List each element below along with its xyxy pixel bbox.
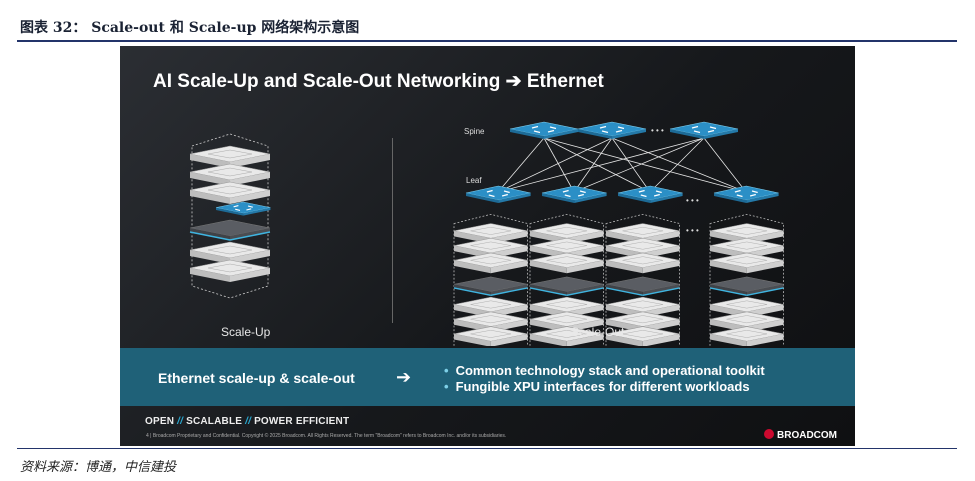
scale-up-label: Scale-Up xyxy=(221,325,271,339)
leaf-switch xyxy=(465,185,532,204)
slide: AI Scale-Up and Scale-Out Networking ➔ E… xyxy=(120,46,855,446)
leaf-ellipsis: • • • xyxy=(686,196,699,205)
scale-up-switch xyxy=(215,201,271,217)
broadcom-logo: BROADCOM xyxy=(764,429,837,441)
slide-title: AI Scale-Up and Scale-Out Networking ➔ E… xyxy=(153,71,604,92)
rack-ellipsis: • • • xyxy=(686,226,699,235)
broadcom-icon xyxy=(764,429,774,439)
slide-footnote: 4 | Broadcom Proprietary and Confidentia… xyxy=(146,433,507,439)
figure-source: 资料来源：博通，中信建投 xyxy=(20,460,177,475)
arrow-icon: ➔ xyxy=(396,367,412,387)
spine-switch xyxy=(509,121,579,140)
spine-switch xyxy=(577,121,647,140)
spine-leaf-links xyxy=(497,137,747,193)
scale-out-rack xyxy=(453,213,529,346)
network-diagram xyxy=(189,121,785,346)
bullet-item: •Common technology stack and operational… xyxy=(444,363,765,378)
leaf-label: Leaf xyxy=(466,176,482,185)
band-heading: Ethernet scale-up & scale-out xyxy=(158,370,355,386)
scale-out-rack xyxy=(529,213,605,346)
spine-switch xyxy=(669,121,739,140)
tagline: OPEN // SCALABLE // POWER EFFICIENT xyxy=(145,416,350,427)
scale-out-rack xyxy=(709,213,785,346)
bullet-list: •Common technology stack and operational… xyxy=(444,363,765,395)
scale-up-tray xyxy=(189,181,271,205)
summary-band: Ethernet scale-up & scale-out ➔ •Common … xyxy=(120,348,855,406)
figure-title: 图表 32： Scale-out 和 Scale-up 网络架构示意图 xyxy=(20,20,360,36)
top-rule xyxy=(17,40,957,42)
scale-out-label: Scale-Out xyxy=(571,325,625,339)
leaf-switch xyxy=(541,185,608,204)
scale-out-rack xyxy=(605,213,681,346)
section-divider xyxy=(392,138,393,323)
spine-ellipsis: • • • xyxy=(651,126,664,135)
scale-up-switch-tray xyxy=(189,219,271,241)
leaf-switch xyxy=(617,185,684,204)
bullet-item: •Fungible XPU interfaces for different w… xyxy=(444,379,750,394)
leaf-switch xyxy=(713,185,780,204)
spine-label: Spine xyxy=(464,127,485,136)
scale-up-tray xyxy=(189,259,271,283)
bottom-rule xyxy=(17,448,957,449)
